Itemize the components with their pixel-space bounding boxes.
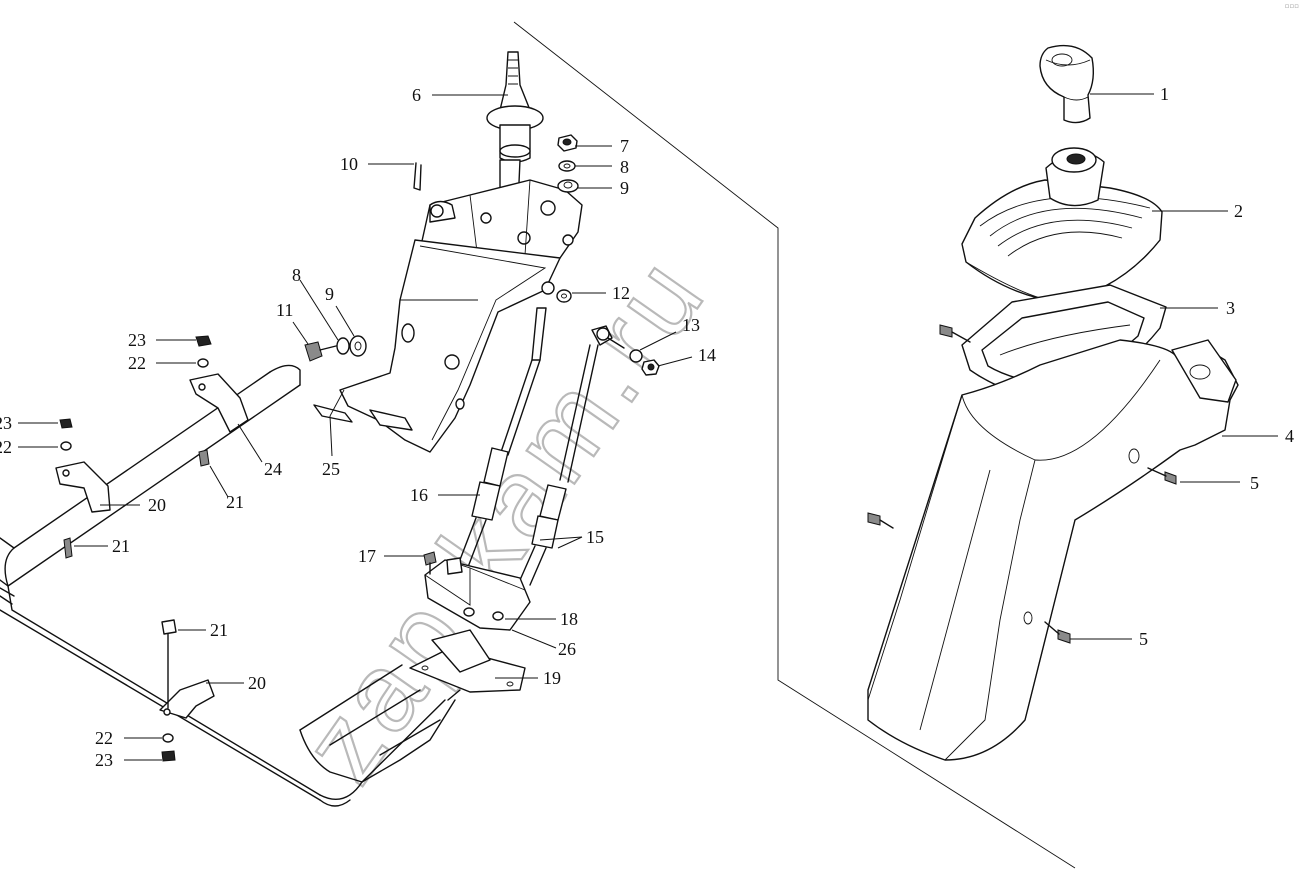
callout-20-lower: 20 [248,673,266,693]
washer-13 [629,349,643,363]
console-housing [867,339,1239,761]
corner-mark: ▫▫▫ [1284,2,1299,10]
callout-1: 1 [1160,84,1169,104]
callout-21-upper: 21 [226,492,244,512]
clamp-24 [189,373,249,433]
callout-15: 15 [586,527,604,547]
washer-22-top [197,358,209,368]
nut-23-lower [161,750,176,762]
callout-19: 19 [543,668,561,688]
callout-8-top: 8 [620,157,629,177]
screw-5b [1044,621,1071,644]
washer-9 [557,179,579,193]
callout-6: 6 [412,85,421,105]
callout-3: 3 [1226,298,1235,318]
callout-9-top: 9 [620,178,629,198]
washer-22-left [60,441,72,451]
washer-22-lower [162,733,174,743]
callout-2: 2 [1234,201,1243,221]
callout-17: 17 [358,546,376,566]
gear-boot [961,147,1163,303]
callout-12: 12 [612,283,630,303]
bolt-21-left [63,537,73,559]
callout-23-left: 23 [0,413,12,433]
nut-23-top [195,335,212,347]
callout-23-lower: 23 [95,750,113,770]
callout-4: 4 [1285,426,1294,446]
washer-9-left [349,335,367,357]
callout-25: 25 [322,459,340,479]
bolt-21-top [198,449,210,467]
shift-knob [1039,44,1095,124]
base-plate [339,239,561,453]
shift-cable-16 [457,281,555,568]
washer-8-left [336,337,350,355]
callout-5-lower: 5 [1139,629,1148,649]
callout-23-top: 23 [128,330,146,350]
callout-18: 18 [560,609,578,629]
bolt-21-lower [161,619,177,709]
screw-5a [1147,467,1177,485]
nut-23-left [59,418,73,429]
cotter-pin [413,162,422,191]
callout-labels: 1 2 3 4 5 5 6 7 8 9 10 8 9 11 12 13 14 2… [0,84,1294,770]
callout-7: 7 [620,136,629,156]
callout-20-upper: 20 [148,495,166,515]
washer-8 [558,160,576,172]
callout-11: 11 [276,300,293,320]
watermark-text: zap-kam.ru [279,233,730,803]
screw-left-2 [867,512,894,529]
clamp-20-lower [159,679,215,719]
lower-bracket [424,557,531,631]
callout-22-top: 22 [128,353,146,373]
callout-9-left: 9 [325,284,334,304]
callout-14: 14 [698,345,716,365]
callout-13: 13 [682,315,700,335]
leader-lines [18,93,1278,761]
callout-8-left: 8 [292,265,301,285]
nut-7 [557,134,578,152]
callout-5-upper: 5 [1250,473,1259,493]
callout-21-left: 21 [112,536,130,556]
callout-22-left: 22 [0,437,12,457]
nut-14 [641,359,660,376]
washer-12 [556,289,572,303]
mount-plate-19 [409,629,526,693]
callout-22-lower: 22 [95,728,113,748]
callout-10: 10 [340,154,358,174]
shift-cable-15 [519,325,625,586]
callout-24: 24 [264,459,282,479]
bolt-17 [423,551,437,575]
clip-25 [313,389,353,423]
separation-plane [513,21,1076,869]
callout-16: 16 [410,485,428,505]
clamp-20-upper [55,461,111,513]
callout-21-lower: 21 [210,620,228,640]
bolt-11 [304,341,337,362]
tube-frame [0,364,461,807]
callout-26: 26 [558,639,576,659]
screw-left-1 [939,324,971,343]
